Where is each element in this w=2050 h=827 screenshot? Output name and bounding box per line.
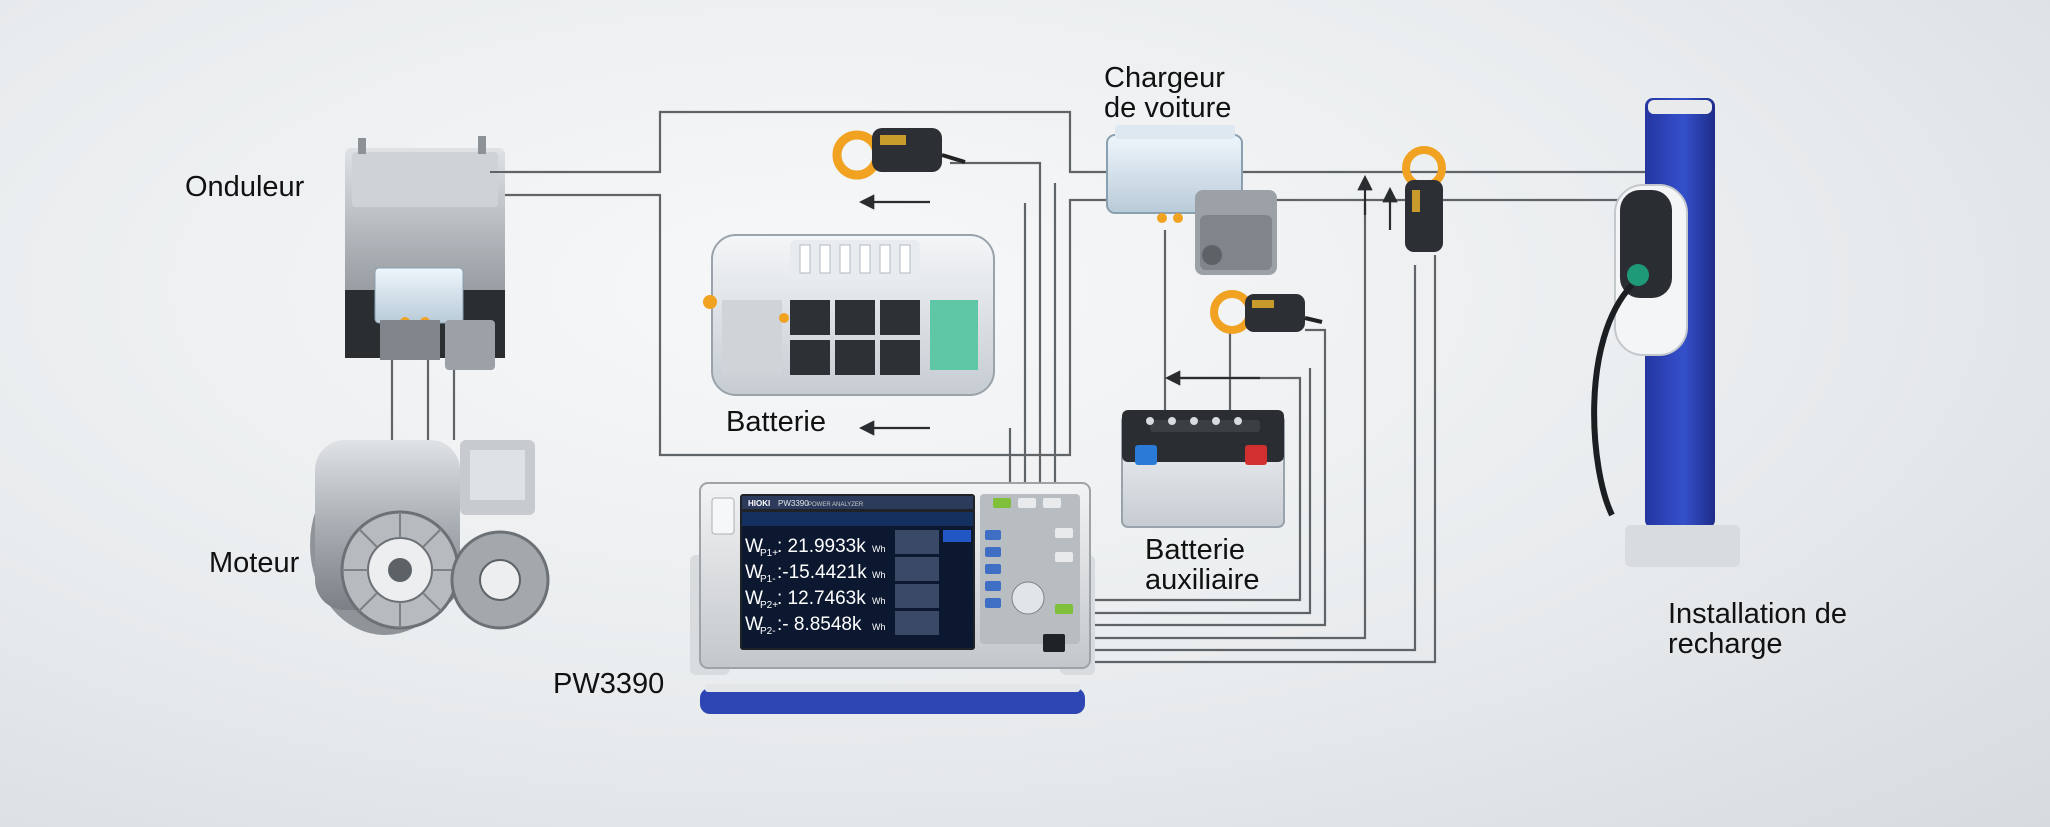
analyzer-key[interactable] <box>1055 604 1073 614</box>
analyzer-readings: W P1+ : 21.9933k Wh W P1- :-15.4421k Wh … <box>745 536 886 637</box>
power-analyzer-device: HIOKI PW3390 POWER ANALYZER W P1+ : 21.9… <box>690 482 1095 714</box>
svg-text:W: W <box>745 588 763 609</box>
charging-station-label-line2: recharge <box>1668 628 1783 660</box>
analyzer-key[interactable] <box>985 547 1001 557</box>
svg-text::-15.4421k: :-15.4421k <box>777 562 867 583</box>
analyzer-subtitle: POWER ANALYZER <box>808 502 864 508</box>
aux-battery-label-line2: auxiliaire <box>1145 564 1260 596</box>
analyzer-key[interactable] <box>1043 498 1061 508</box>
inverter-device <box>345 136 505 370</box>
svg-text:Wh: Wh <box>872 622 886 632</box>
aux-battery-label: Batterie auxiliaire <box>1145 535 1259 595</box>
wire-inverter-top <box>505 110 1650 174</box>
svg-text:P2+: P2+ <box>760 600 778 611</box>
wire-out-5 <box>1095 265 1417 652</box>
analyzer-keypad <box>980 494 1080 652</box>
car-charger-label: Chargeur de voiture <box>1104 63 1231 123</box>
charging-station-label: Installation de recharge <box>1668 599 1847 659</box>
aux-battery-label-line1: Batterie <box>1145 534 1245 566</box>
wire-out-4 <box>1095 203 1367 640</box>
inverter-motor-connector <box>380 320 440 360</box>
wire-out-3 <box>1095 328 1327 627</box>
svg-text:P2-: P2- <box>760 626 776 637</box>
signal-arrows <box>858 174 1398 436</box>
inverter-label: Onduleur <box>185 172 304 202</box>
analyzer-key[interactable] <box>985 581 1001 591</box>
motor-label-text: Moteur <box>209 547 300 579</box>
svg-text:Wh: Wh <box>872 544 886 554</box>
analyzer-side-panel <box>895 530 939 635</box>
svg-text:P1-: P1- <box>760 574 776 585</box>
car-charger-device <box>1106 125 1277 275</box>
hv-battery-device <box>703 234 995 396</box>
current-clamp-station <box>1402 146 1446 252</box>
power-switch[interactable] <box>1043 634 1065 652</box>
wire-inverter-bottom <box>505 193 1650 457</box>
car-charger-label-line1: Chargeur <box>1104 62 1225 94</box>
svg-text::- 8.8548k: :- 8.8548k <box>777 614 862 635</box>
analyzer-key[interactable] <box>1018 498 1036 508</box>
svg-text:P1+: P1+ <box>760 548 778 559</box>
current-clamp-battery <box>832 128 966 180</box>
svg-text:Wh: Wh <box>872 596 886 606</box>
analyzer-dial[interactable] <box>1011 581 1045 615</box>
reading-row: W P2- :- 8.8548k Wh <box>745 614 886 637</box>
wire-out-2 <box>1095 368 1312 615</box>
analyzer-key[interactable] <box>993 498 1011 508</box>
inverter-label-text: Onduleur <box>185 171 305 203</box>
analyzer-key[interactable] <box>985 564 1001 574</box>
svg-text:W: W <box>745 536 763 557</box>
charging-station-label-line1: Installation de <box>1668 598 1847 630</box>
analyzer-model: PW3390 <box>778 499 809 508</box>
reading-row: W P2+ : 12.7463k Wh <box>745 588 886 611</box>
charging-station-device <box>1591 98 1740 567</box>
analyzer-brand: HIOKI <box>748 499 770 508</box>
svg-text:: 12.7463k: : 12.7463k <box>777 588 866 609</box>
reading-row: W P1+ : 21.9933k Wh <box>745 536 886 559</box>
analyzer-label: PW3390 <box>553 669 664 699</box>
svg-text:: 21.9933k: : 21.9933k <box>777 536 866 557</box>
motor-device <box>310 440 550 635</box>
reading-row: W P1- :-15.4421k Wh <box>745 562 886 585</box>
svg-text:W: W <box>745 614 763 635</box>
motor-label: Moteur <box>209 548 299 578</box>
current-clamp-charger <box>1210 290 1323 334</box>
analyzer-key[interactable] <box>1055 552 1073 562</box>
wiring <box>390 110 1650 664</box>
analyzer-key[interactable] <box>1055 528 1073 538</box>
analyzer-key[interactable] <box>985 598 1001 608</box>
battery-label: Batterie <box>726 407 826 437</box>
analyzer-handle <box>700 688 1085 714</box>
analyzer-key[interactable] <box>985 530 1001 540</box>
wire-out-6 <box>1095 255 1437 664</box>
battery-label-text: Batterie <box>726 406 826 438</box>
svg-text:Wh: Wh <box>872 570 886 580</box>
wire-battery-clamp <box>950 161 1042 490</box>
car-charger-label-line2: de voiture <box>1104 92 1232 124</box>
analyzer-label-text: PW3390 <box>553 668 665 700</box>
svg-text:W: W <box>745 562 763 583</box>
aux-battery-device <box>1121 410 1285 528</box>
